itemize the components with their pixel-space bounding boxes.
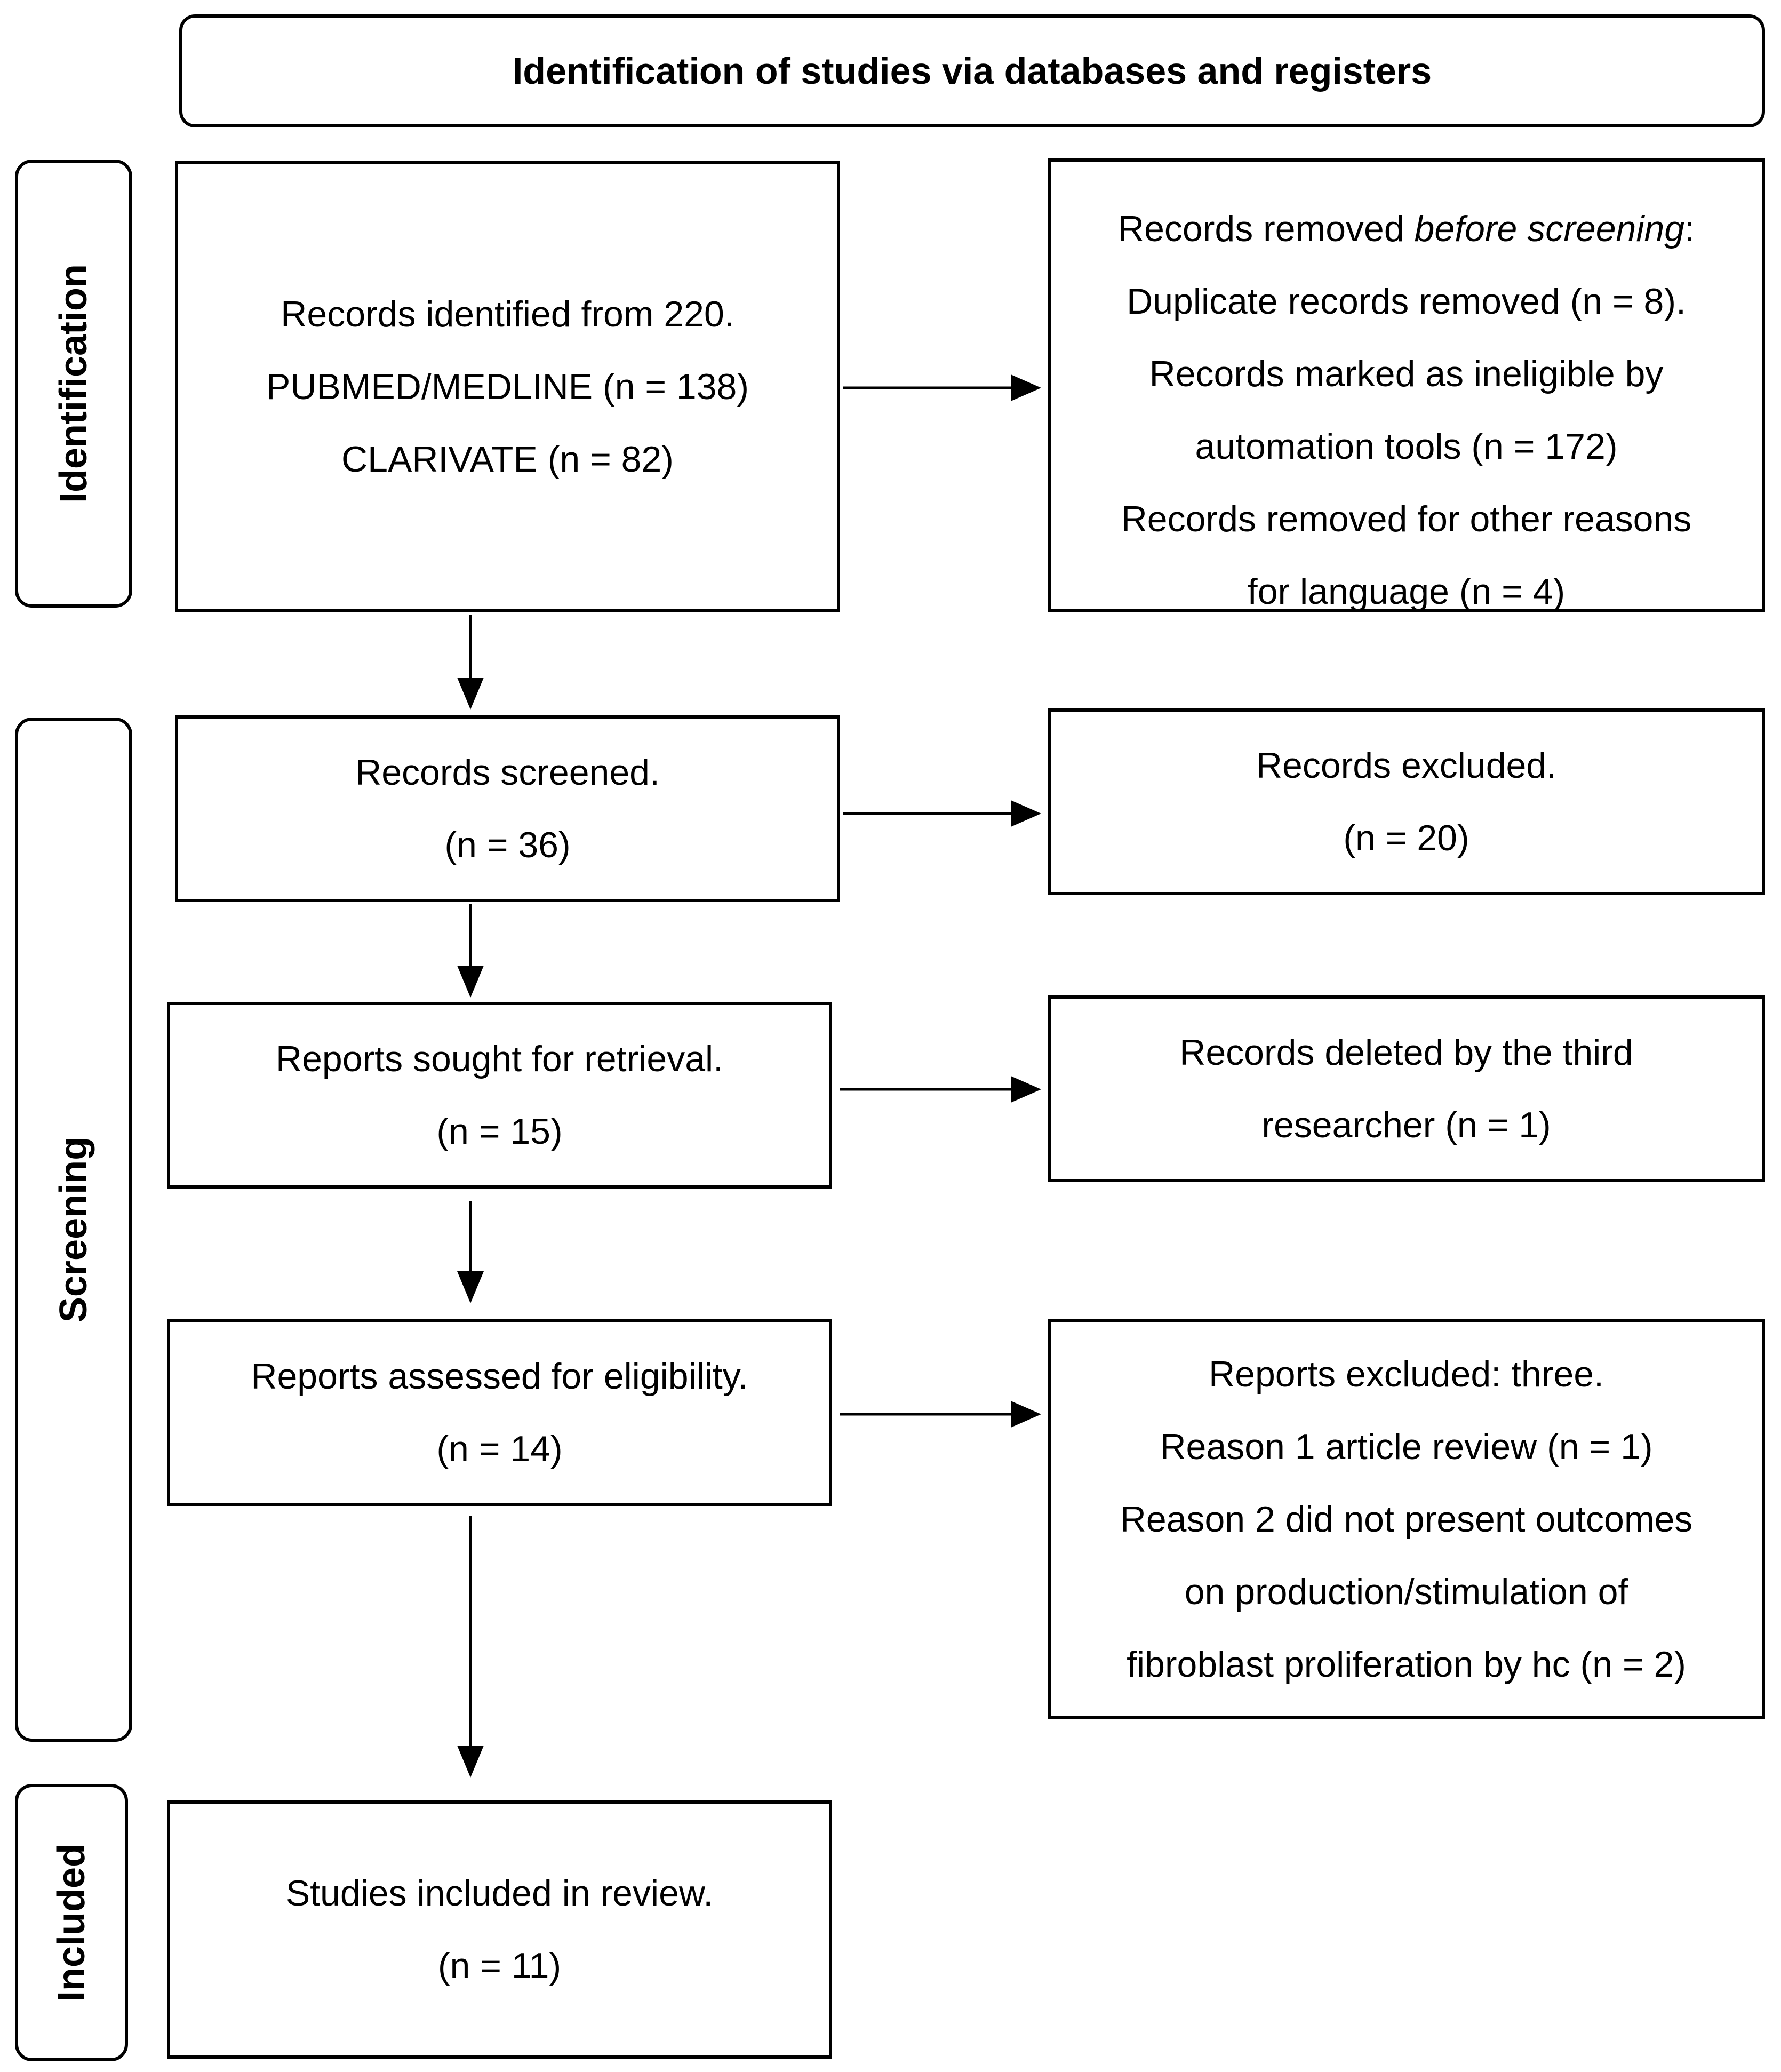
sought-line-1: Reports sought for retrieval. — [275, 1039, 724, 1079]
assessed-line-1: Reports assessed for eligibility. — [251, 1356, 748, 1397]
arrowhead-identified-to-screened — [457, 678, 484, 710]
box-records-screened: Records screened. (n = 36) — [175, 715, 840, 902]
removed-heading-suffix: : — [1684, 209, 1695, 249]
assessed-line-2: (n = 14) — [436, 1429, 563, 1469]
box-records-removed-before-screening: Records removed before screening: Duplic… — [1048, 158, 1765, 612]
removed-line-3: automation tools (n = 172) — [1195, 426, 1618, 467]
sought-line-2: (n = 15) — [436, 1111, 563, 1152]
box-records-excluded: Records excluded. (n = 20) — [1048, 708, 1765, 895]
box-reports-assessed: Reports assessed for eligibility. (n = 1… — [167, 1319, 832, 1506]
arrowhead-identified-to-removed — [1011, 374, 1041, 401]
excluded-line-1: Records excluded. — [1256, 745, 1557, 786]
box-reports-excluded: Reports excluded: three. Reason 1 articl… — [1048, 1319, 1765, 1719]
box-records-identified: Records identified from 220. PUBMED/MEDL… — [175, 161, 840, 612]
box-records-deleted: Records deleted by the third researcher … — [1048, 995, 1765, 1182]
header-title: Identification of studies via databases … — [512, 50, 1432, 92]
phase-included: Included — [15, 1784, 128, 2061]
arrowhead-screened-to-sought — [457, 966, 484, 998]
reports-excluded-line-2: Reason 1 article review (n = 1) — [1160, 1427, 1653, 1467]
reports-excluded-line-4: on production/stimulation of — [1184, 1572, 1628, 1612]
removed-heading-emphasis: before screening — [1414, 209, 1685, 249]
deleted-line-2: researcher (n = 1) — [1261, 1105, 1551, 1145]
identified-line-3: CLARIVATE (n = 82) — [341, 439, 674, 480]
removed-line-1: Duplicate records removed (n = 8). — [1127, 281, 1686, 322]
excluded-line-2: (n = 20) — [1343, 818, 1469, 858]
removed-line-2: Records marked as ineligible by — [1149, 354, 1664, 394]
header-box: Identification of studies via databases … — [179, 14, 1765, 127]
removed-heading: Records removed before screening: — [1118, 193, 1695, 265]
phase-identification: Identification — [15, 160, 132, 608]
screened-line-1: Records screened. — [355, 752, 660, 793]
identified-line-1: Records identified from 220. — [281, 294, 734, 334]
arrowhead-assessed-to-excluded — [1011, 1401, 1041, 1428]
box-studies-included: Studies included in review. (n = 11) — [167, 1800, 832, 2059]
box-reports-sought: Reports sought for retrieval. (n = 15) — [167, 1002, 832, 1189]
removed-line-4: Records removed for other reasons — [1121, 499, 1692, 539]
identified-line-2: PUBMED/MEDLINE (n = 138) — [266, 366, 749, 407]
deleted-line-1: Records deleted by the third — [1179, 1032, 1633, 1073]
arrowhead-assessed-to-included — [457, 1746, 484, 1778]
screened-line-2: (n = 36) — [444, 825, 571, 865]
reports-excluded-line-1: Reports excluded: three. — [1209, 1354, 1604, 1394]
phase-included-label: Included — [50, 1843, 93, 2002]
included-line-1: Studies included in review. — [285, 1873, 714, 1914]
phase-screening: Screening — [15, 718, 132, 1742]
removed-line-5: for language (n = 4) — [1247, 571, 1566, 612]
phase-identification-label: Identification — [52, 264, 95, 503]
removed-heading-prefix: Records removed — [1117, 209, 1415, 249]
arrowhead-sought-to-deleted — [1011, 1076, 1041, 1103]
phase-screening-label: Screening — [52, 1136, 95, 1323]
reports-excluded-line-5: fibroblast proliferation by hc (n = 2) — [1127, 1644, 1686, 1685]
included-line-2: (n = 11) — [437, 1946, 562, 1986]
reports-excluded-line-3: Reason 2 did not present outcomes — [1120, 1499, 1693, 1540]
arrowhead-sought-to-assessed — [457, 1271, 484, 1303]
arrowhead-screened-to-excluded — [1011, 800, 1041, 827]
